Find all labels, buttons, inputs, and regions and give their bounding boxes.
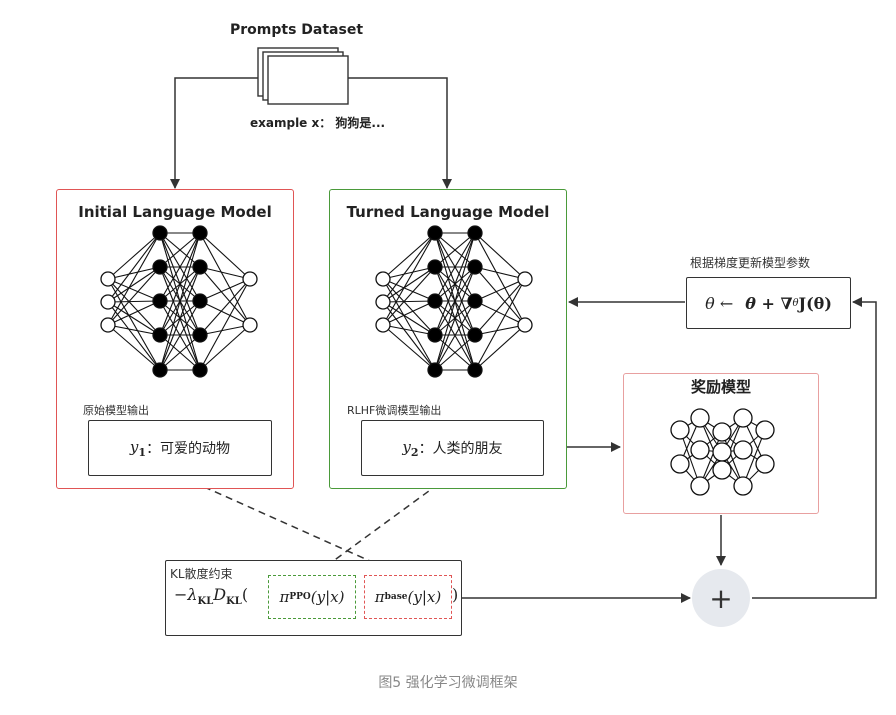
initial-output-caption: 原始模型输出	[83, 404, 149, 417]
tuned-output-text: ：人类的朋友	[418, 441, 503, 457]
update-caption: 根据梯度更新模型参数	[690, 256, 811, 270]
kl-open: (	[241, 585, 249, 604]
tuned-output-var: y2	[402, 437, 419, 459]
kl-prefix-sub: KL	[197, 596, 214, 608]
arrow-dataset-to-tuned	[348, 77, 452, 189]
update-formula-right: θ + ∇	[745, 293, 793, 313]
dataset-example: example x： 狗狗是...	[250, 116, 386, 130]
plus-icon: +	[709, 581, 733, 615]
initial-output-box: y1 ：可爱的动物	[88, 420, 272, 476]
kl-close: )	[452, 585, 459, 604]
initial-output-text: ：可爱的动物	[146, 441, 231, 457]
kl-ppo-arg: (y|x)	[310, 588, 345, 606]
kl-base-sub: base	[384, 592, 408, 602]
arrow-dataset-to-initial	[170, 77, 258, 189]
update-formula-left: θ ←	[705, 293, 734, 313]
tuned-output-caption: RLHF微调模型输出	[347, 404, 442, 417]
initial-output-var: y1	[129, 437, 147, 459]
initial-model-title: Initial Language Model	[78, 203, 272, 221]
figure-caption: 图5 强化学习微调框架	[378, 675, 518, 691]
reward-model-title: 奖励模型	[690, 378, 751, 396]
kl-caption: KL散度约束	[170, 567, 233, 581]
kl-expression: −λKLDKL(	[174, 585, 248, 607]
kl-d-sub: KL	[226, 596, 242, 608]
kl-ppo-pi: π	[279, 588, 290, 606]
update-formula-box: θ ← θ + ∇ θ J(θ)	[686, 277, 851, 329]
kl-base-pi: π	[374, 588, 385, 606]
tuned-model-title: Turned Language Model	[346, 203, 550, 221]
kl-d: D	[213, 585, 227, 604]
kl-base-arg: (y|x)	[407, 588, 442, 606]
kl-prefix: −λ	[174, 585, 198, 604]
update-formula-end: J(θ)	[798, 293, 832, 313]
dashed-arrow-tuned-to-ppo	[309, 476, 449, 579]
kl-box	[165, 560, 462, 636]
dataset-title: Prompts Dataset	[230, 22, 364, 38]
arrow-sum-to-update	[752, 297, 877, 599]
tuned-output-box: y2 ：人类的朋友	[361, 420, 544, 476]
update-formula-sub: θ	[792, 297, 799, 309]
sum-node: +	[692, 569, 750, 627]
kl-ppo-sub: PPO	[289, 592, 311, 602]
